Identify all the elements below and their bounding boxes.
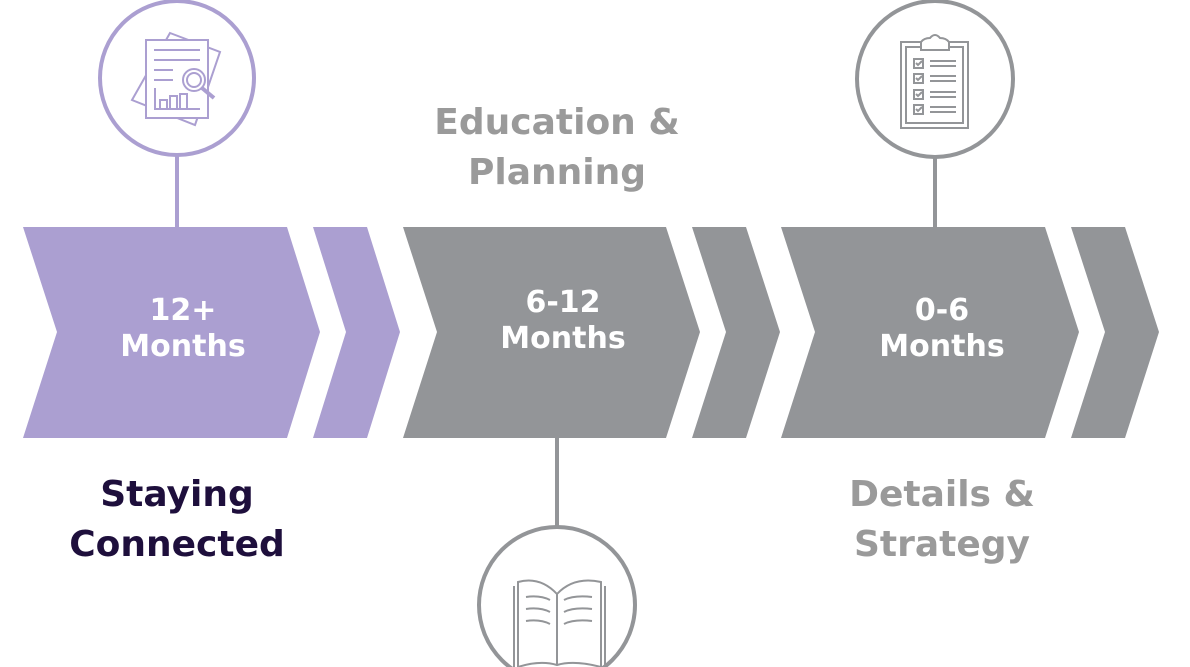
stage-3-chevron [781, 227, 1079, 438]
report-magnifier-icon [130, 31, 222, 127]
stage-1-period: 12+ Months [83, 293, 283, 365]
stage-2-caption-line1: Education & [434, 102, 680, 143]
stage-3-period: 0-6 Months [842, 293, 1042, 365]
open-book-icon [513, 579, 606, 667]
stage-1-small-chevron [313, 227, 400, 438]
stage-2-chevron [403, 227, 700, 438]
stage-3-caption-line2: Strategy [853, 523, 1031, 565]
stage-2-caption: Education & Planning [397, 98, 717, 197]
stage-1-caption: Staying Connected [17, 470, 337, 569]
stage-1-chevron [23, 227, 320, 438]
stage-1-caption-line2: Connected [69, 523, 285, 565]
stage-2-small-chevron [692, 227, 780, 438]
stage-2-caption-line2: Planning [467, 151, 646, 193]
stage-3-caption: Details & Strategy [782, 470, 1102, 569]
stage-3-small-chevron [1071, 227, 1159, 438]
clipboard-checklist-icon [900, 34, 969, 129]
stage-1-period-line2: Months [120, 329, 246, 364]
stage-3-period-line1: 0-6 [914, 293, 970, 328]
stage-3-icon-circle [855, 0, 1015, 159]
stage-2-period-line2: Months [500, 321, 626, 356]
stage-2-period: 6-12 Months [463, 285, 663, 357]
stage-1-period-line1: 12+ [149, 293, 217, 328]
stage-3-period-line2: Months [879, 329, 1005, 364]
stage-3-caption-line1: Details & [849, 474, 1035, 515]
stage-1-caption-line1: Staying [100, 474, 254, 515]
stage-2-period-line1: 6-12 [525, 285, 601, 320]
